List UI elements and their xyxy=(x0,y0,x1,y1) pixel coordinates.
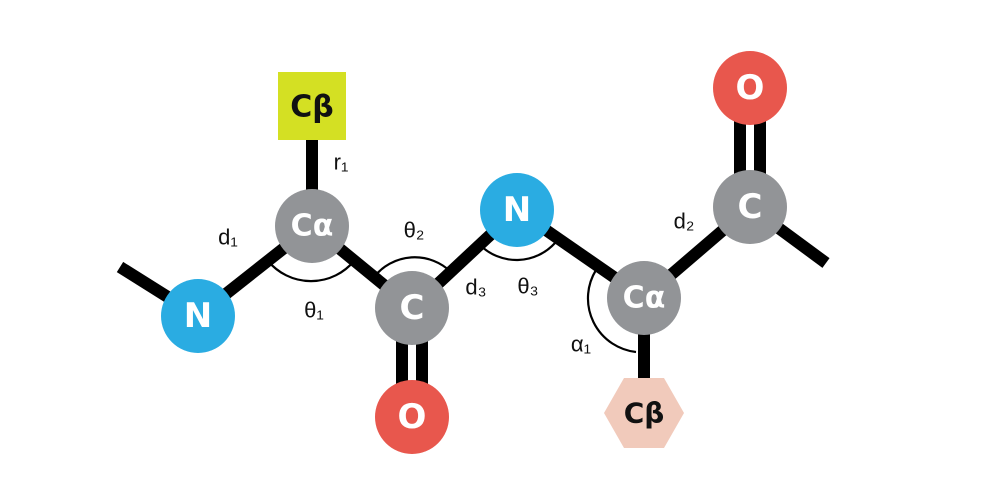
carbon-atom-1 xyxy=(375,271,449,345)
calpha-atom-2 xyxy=(607,261,681,335)
oxygen-label-1: O xyxy=(398,397,427,437)
label-d2: d₂ xyxy=(674,209,695,234)
label-theta2: θ₂ xyxy=(404,218,425,243)
label-theta1: θ₁ xyxy=(304,298,324,323)
label-r1: r₁ xyxy=(334,150,349,175)
oxygen-atom-2 xyxy=(713,51,787,125)
angle-arc-theta2 xyxy=(373,256,452,278)
calpha-label-2: Cα xyxy=(623,281,666,316)
cbeta-hexagon-label: Cβ xyxy=(624,397,665,430)
carbon-label-1: C xyxy=(400,288,425,328)
calpha-label-1: Cα xyxy=(291,209,334,244)
carbon-label-2: C xyxy=(738,187,763,227)
angle-arc-theta3 xyxy=(479,242,556,262)
oxygen-label-2: O xyxy=(736,68,765,108)
carbon-atom-2 xyxy=(713,170,787,244)
cbeta-square-atom xyxy=(278,72,346,140)
angle-arc-theta1 xyxy=(267,260,355,283)
cbeta-hexagon-atom xyxy=(604,378,684,448)
label-theta3: θ₃ xyxy=(517,274,538,299)
label-d3: d₃ xyxy=(465,275,486,300)
nitrogen-label-2: N xyxy=(503,190,531,230)
cbeta-square-label: Cβ xyxy=(290,90,334,125)
label-d1: d₁ xyxy=(218,225,238,250)
oxygen-atom-1 xyxy=(375,380,449,454)
angle-arc-alpha1 xyxy=(586,269,637,354)
nitrogen-atom-2 xyxy=(480,173,554,247)
calpha-atom-1 xyxy=(275,189,349,263)
label-alpha1: α₁ xyxy=(571,332,591,357)
nitrogen-atom-1 xyxy=(161,279,235,353)
nitrogen-label-1: N xyxy=(184,296,212,336)
